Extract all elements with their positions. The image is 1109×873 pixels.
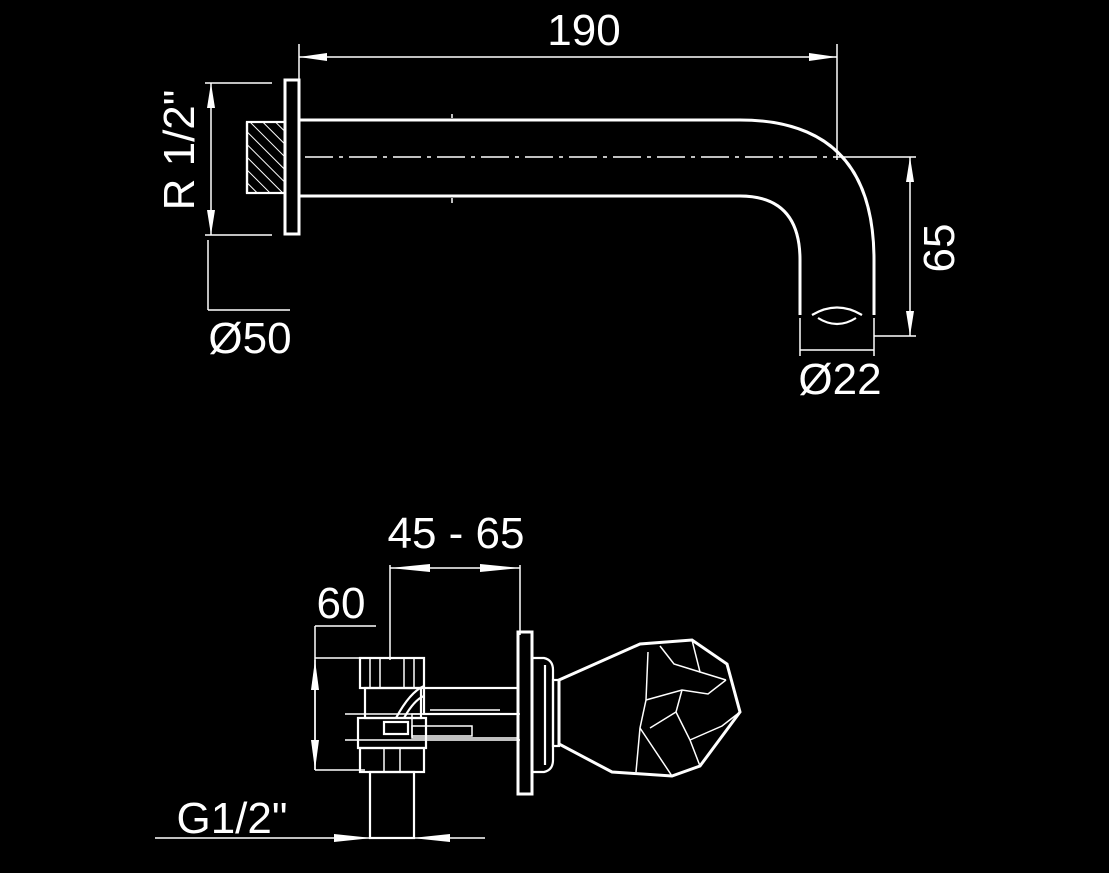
mixer-view: 45 - 65 60 G1/2" (155, 509, 742, 843)
dim-connection-thread-label: G1/2" (176, 794, 287, 843)
mixer-stem (345, 686, 520, 741)
spout-body (299, 114, 876, 326)
valve-body (356, 656, 428, 840)
spout-view: 190 R 1/2" (155, 6, 964, 404)
dimension-wall-depth: 45 - 65 (388, 509, 525, 660)
dimension-flange-diameter: Ø50 (207, 240, 292, 363)
dimension-drop-height: 65 (838, 156, 964, 337)
crystal-handle (557, 638, 742, 778)
dim-thread-label: R 1/2" (155, 90, 204, 211)
wall-plate (516, 630, 561, 796)
dimension-body-height: 60 (311, 579, 376, 771)
dim-drop-height-label: 65 (915, 224, 964, 273)
dim-length-label: 190 (547, 6, 620, 55)
dim-outlet-diameter-label: Ø22 (798, 355, 881, 404)
wall-flange (283, 78, 301, 236)
dimension-thread: R 1/2" (155, 82, 272, 236)
dim-body-height-label: 60 (317, 579, 366, 628)
dimension-outlet-diameter: Ø22 (798, 318, 882, 404)
threaded-stub (245, 120, 287, 195)
dim-flange-diameter-label: Ø50 (208, 314, 291, 363)
dimension-length: 190 (298, 6, 838, 160)
dim-wall-depth-label: 45 - 65 (388, 509, 525, 558)
dimension-connection-thread: G1/2" (155, 794, 485, 843)
